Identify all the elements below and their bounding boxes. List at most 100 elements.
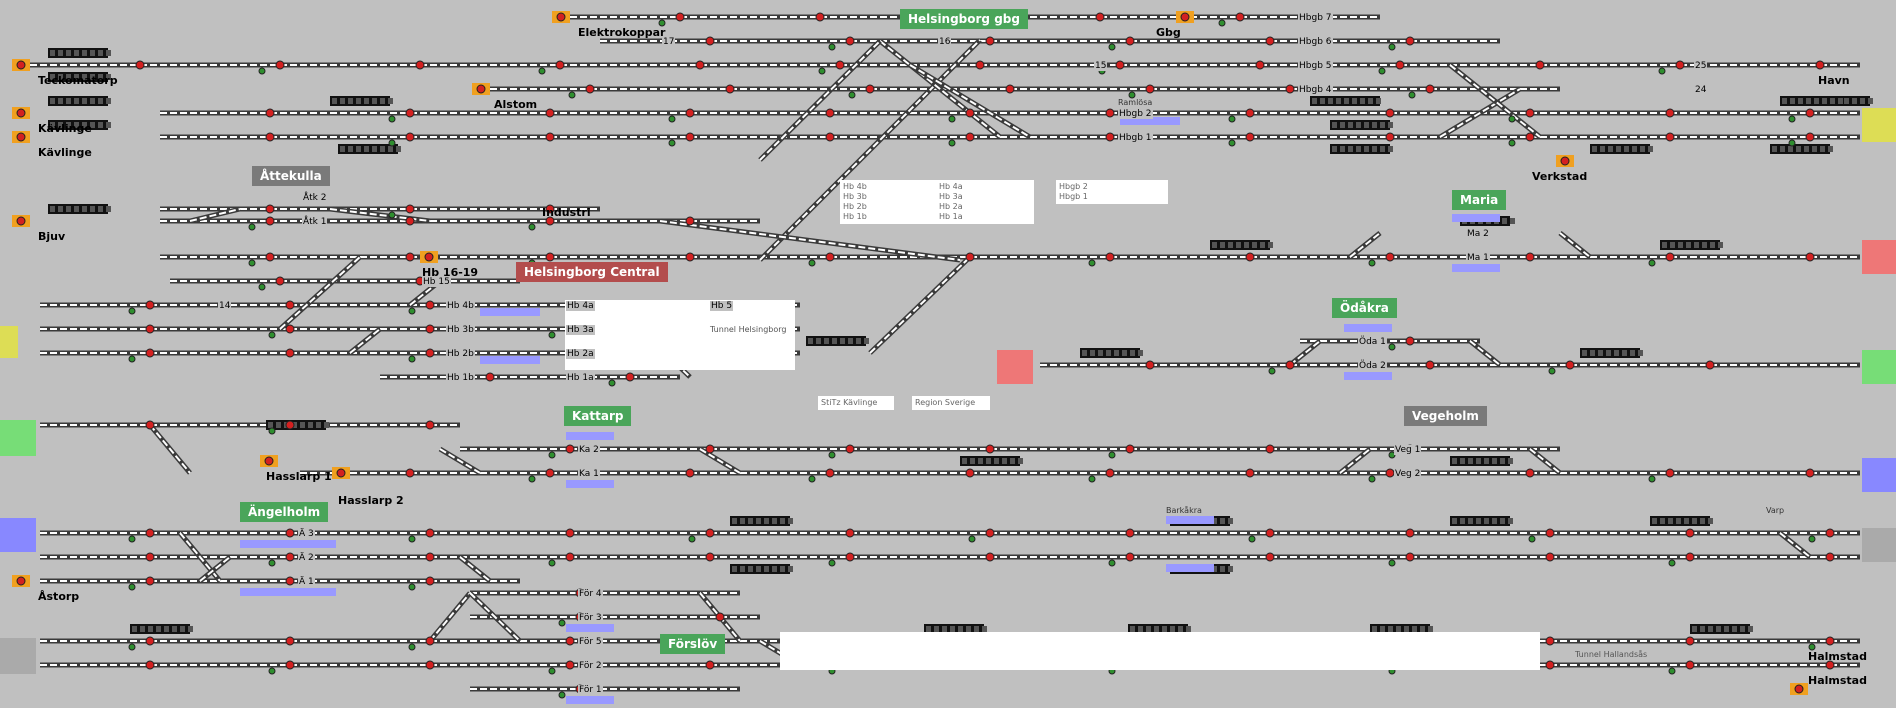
signal-lamp[interactable] — [1128, 91, 1136, 99]
signal-lamp[interactable] — [818, 67, 826, 75]
signal-lamp[interactable] — [1388, 559, 1396, 567]
signal-lamp[interactable] — [1088, 475, 1096, 483]
signal-lamp[interactable] — [1125, 36, 1135, 46]
signal-lamp[interactable] — [1528, 535, 1536, 543]
signal-lamp[interactable] — [275, 276, 285, 286]
signal-lamp[interactable] — [808, 475, 816, 483]
signal-lamp[interactable] — [1525, 468, 1535, 478]
signal-lamp[interactable] — [695, 60, 705, 70]
signal-lamp[interactable] — [1825, 528, 1835, 538]
signal-lamp[interactable] — [1658, 67, 1666, 75]
signal-lamp[interactable] — [1808, 535, 1816, 543]
signal-lamp[interactable] — [1105, 132, 1115, 142]
track-segment[interactable] — [459, 556, 491, 582]
signal-lamp[interactable] — [1525, 252, 1535, 262]
signal-lamp[interactable] — [1368, 475, 1376, 483]
signal-lamp[interactable] — [265, 204, 275, 214]
signal-lamp[interactable] — [128, 583, 136, 591]
signal-lamp[interactable] — [1825, 636, 1835, 646]
signal-lamp[interactable] — [248, 223, 256, 231]
track-segment[interactable] — [869, 256, 971, 354]
signal-lamp[interactable] — [16, 132, 26, 142]
signal-lamp[interactable] — [1648, 259, 1656, 267]
signal-lamp[interactable] — [685, 252, 695, 262]
signal-lamp[interactable] — [565, 444, 575, 454]
signal-lamp[interactable] — [548, 559, 556, 567]
signal-lamp[interactable] — [405, 204, 415, 214]
signal-lamp[interactable] — [1385, 468, 1395, 478]
exit-odakra-east[interactable] — [1862, 350, 1896, 384]
station-forslov[interactable]: Förslöv — [660, 634, 726, 654]
signal-lamp[interactable] — [1665, 132, 1675, 142]
signal-lamp[interactable] — [425, 528, 435, 538]
signal-lamp[interactable] — [985, 444, 995, 454]
signal-lamp[interactable] — [388, 211, 396, 219]
track-segment[interactable] — [469, 592, 521, 642]
signal-lamp[interactable] — [248, 259, 256, 267]
signal-lamp[interactable] — [145, 528, 155, 538]
signal-lamp[interactable] — [128, 535, 136, 543]
track-segment[interactable] — [429, 592, 471, 642]
signal-lamp[interactable] — [845, 444, 855, 454]
signal-lamp[interactable] — [828, 451, 836, 459]
signal-lamp[interactable] — [405, 216, 415, 226]
signal-lamp[interactable] — [145, 576, 155, 586]
signal-lamp[interactable] — [1385, 252, 1395, 262]
signal-lamp[interactable] — [1788, 139, 1796, 147]
signal-lamp[interactable] — [685, 468, 695, 478]
signal-lamp[interactable] — [845, 36, 855, 46]
signal-lamp[interactable] — [258, 67, 266, 75]
signal-lamp[interactable] — [268, 331, 276, 339]
signal-lamp[interactable] — [1675, 60, 1685, 70]
signal-lamp[interactable] — [1825, 660, 1835, 670]
signal-lamp[interactable] — [1368, 259, 1376, 267]
signal-lamp[interactable] — [268, 667, 276, 675]
signal-lamp[interactable] — [548, 451, 556, 459]
signal-lamp[interactable] — [1668, 559, 1676, 567]
signal-lamp[interactable] — [985, 528, 995, 538]
signal-lamp[interactable] — [555, 60, 565, 70]
station-helsingborg-central[interactable]: Helsingborg Central — [516, 262, 668, 282]
signal-lamp[interactable] — [425, 348, 435, 358]
signal-lamp[interactable] — [1235, 12, 1245, 22]
signal-lamp[interactable] — [408, 355, 416, 363]
exit-vegeholm-east[interactable] — [1862, 458, 1896, 492]
signal-lamp[interactable] — [268, 559, 276, 567]
signal-lamp[interactable] — [425, 552, 435, 562]
signal-lamp[interactable] — [1088, 259, 1096, 267]
signal-lamp[interactable] — [1565, 360, 1575, 370]
signal-lamp[interactable] — [705, 660, 715, 670]
signal-lamp[interactable] — [408, 307, 416, 315]
exit-angelholm-east[interactable] — [1862, 528, 1896, 562]
signal-lamp[interactable] — [1665, 252, 1675, 262]
signal-lamp[interactable] — [828, 43, 836, 51]
signal-lamp[interactable] — [1425, 84, 1435, 94]
signal-lamp[interactable] — [1535, 60, 1545, 70]
signal-lamp[interactable] — [705, 36, 715, 46]
signal-lamp[interactable] — [275, 60, 285, 70]
signal-lamp[interactable] — [948, 139, 956, 147]
signal-lamp[interactable] — [1408, 91, 1416, 99]
signal-lamp[interactable] — [1388, 43, 1396, 51]
signal-lamp[interactable] — [985, 552, 995, 562]
signal-lamp[interactable] — [1685, 528, 1695, 538]
signal-lamp[interactable] — [545, 108, 555, 118]
signal-lamp[interactable] — [405, 252, 415, 262]
signal-lamp[interactable] — [145, 348, 155, 358]
signal-lamp[interactable] — [1285, 84, 1295, 94]
signal-lamp[interactable] — [145, 636, 155, 646]
signal-lamp[interactable] — [1668, 667, 1676, 675]
track-segment[interactable] — [1349, 232, 1381, 258]
signal-lamp[interactable] — [1545, 636, 1555, 646]
signal-lamp[interactable] — [558, 619, 566, 627]
signal-lamp[interactable] — [1385, 132, 1395, 142]
station-vegeholm[interactable]: Vegeholm — [1404, 406, 1487, 426]
signal-lamp[interactable] — [1545, 528, 1555, 538]
signal-lamp[interactable] — [548, 667, 556, 675]
signal-lamp[interactable] — [425, 660, 435, 670]
exit-kattarp-west[interactable] — [0, 420, 36, 456]
signal-lamp[interactable] — [1265, 444, 1275, 454]
signal-lamp[interactable] — [568, 91, 576, 99]
signal-lamp[interactable] — [1180, 12, 1190, 22]
signal-lamp[interactable] — [1405, 336, 1415, 346]
